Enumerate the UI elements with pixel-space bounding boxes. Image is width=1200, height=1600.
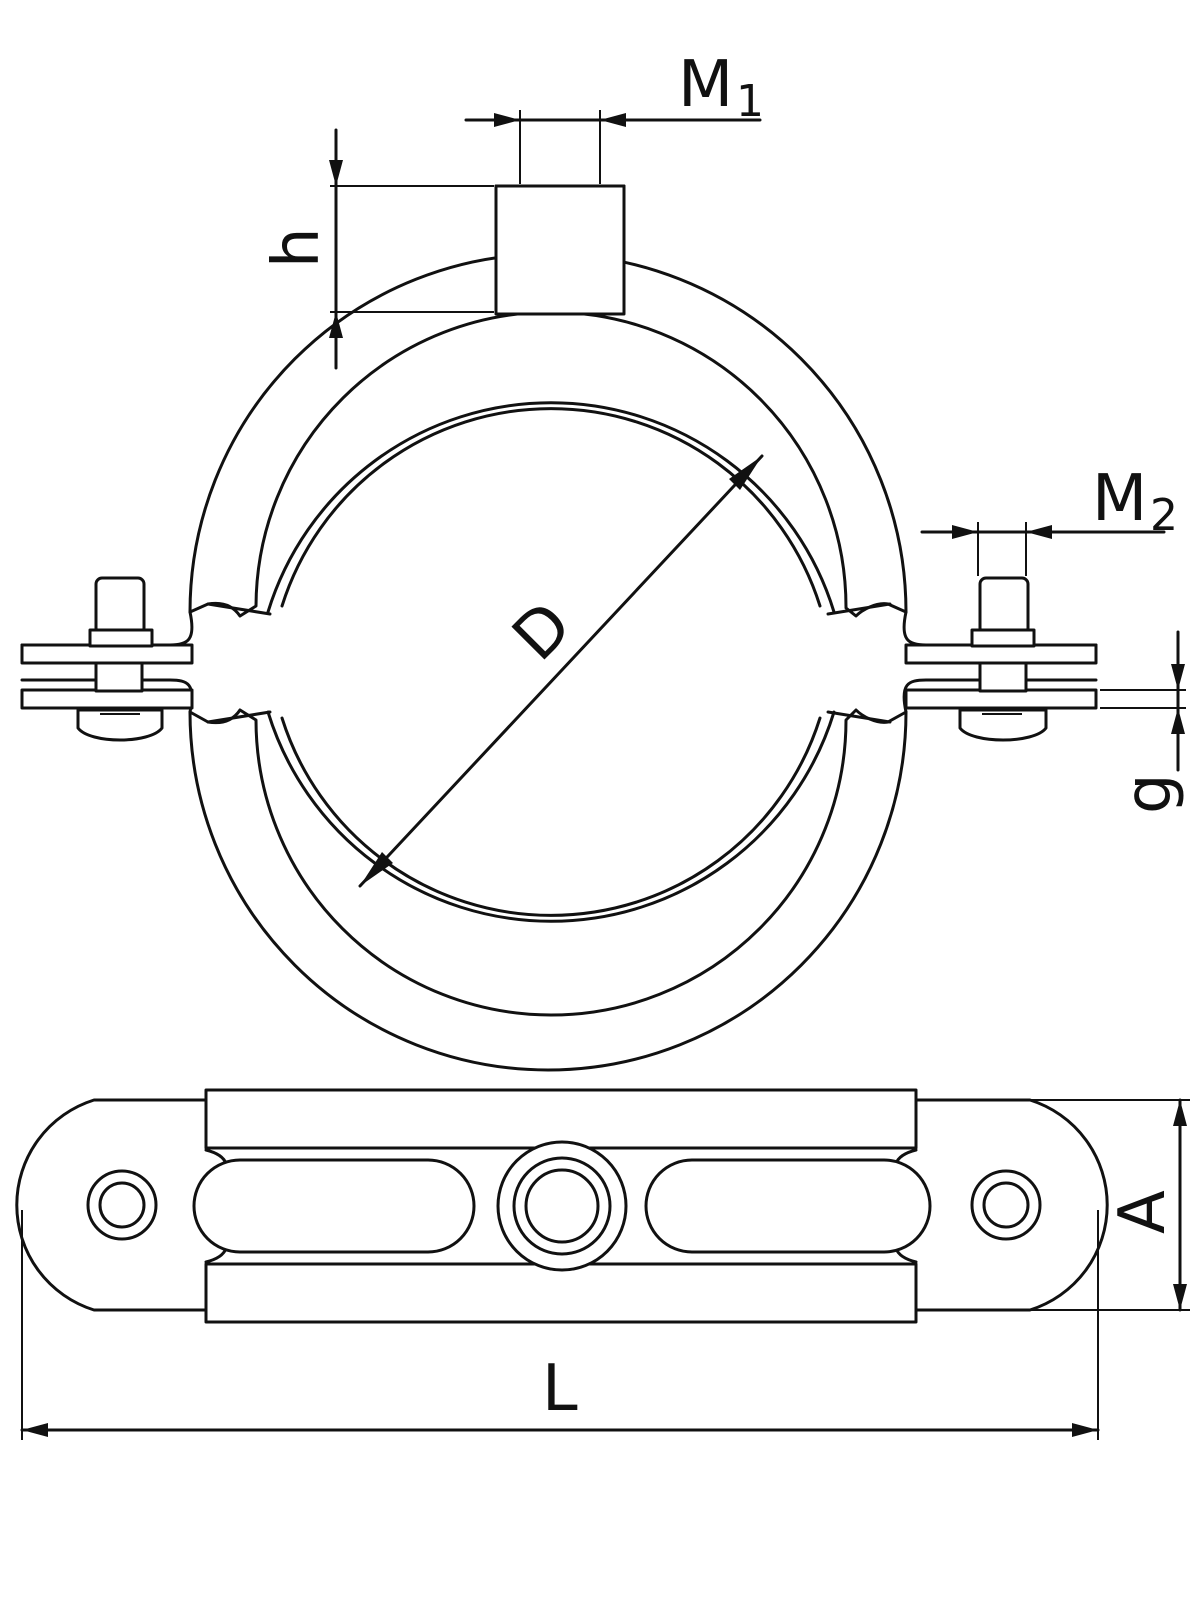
arrow-head [1171, 708, 1185, 734]
arrow-head [1171, 664, 1185, 690]
top-nut-boss [494, 184, 626, 316]
diameter-dimension-line [358, 454, 764, 888]
label-m2: M [1092, 462, 1147, 536]
label-m2-subscript: 2 [1150, 490, 1178, 541]
right-slot [644, 1158, 932, 1254]
top-view: A L [15, 1088, 1190, 1440]
left-slot [192, 1158, 476, 1254]
label-g: g [1112, 773, 1186, 814]
arrow-head [329, 312, 343, 338]
upper-liner-band [204, 1088, 918, 1150]
left-lower-flange [20, 688, 194, 710]
arrow-head [1026, 525, 1052, 539]
arrow-head [729, 456, 762, 490]
lower-liner-band [204, 1262, 918, 1324]
label-m1: M [678, 48, 733, 122]
label-h: h [260, 227, 334, 268]
arrow-head [1173, 1100, 1187, 1126]
label-d: D [499, 588, 586, 675]
upper-liner-outer [266, 401, 836, 614]
liner-end [206, 710, 272, 724]
right-lower-flange [904, 688, 1098, 710]
arrow-head [1072, 1423, 1098, 1437]
arrow-head [360, 852, 393, 886]
lower-liner-outer [266, 710, 836, 923]
arrow-head [494, 113, 520, 127]
lower-clamp-band [188, 708, 908, 1072]
label-l: L [542, 1352, 578, 1426]
label-a: A [1106, 1190, 1180, 1234]
right-upper-flange [904, 643, 1098, 665]
label-m1-subscript: 1 [736, 76, 764, 127]
liner-end [826, 710, 892, 724]
arrow-head [600, 113, 626, 127]
arrow-head [1173, 1284, 1187, 1310]
arrow-head [329, 160, 343, 186]
lower-liner-inner [280, 716, 822, 917]
left-hole-inner [98, 1181, 146, 1229]
liner-end [826, 602, 892, 616]
center-nut-inner [524, 1168, 600, 1244]
upper-clamp-band [188, 252, 908, 618]
left-upper-flange [20, 643, 194, 665]
arrow-head [952, 525, 978, 539]
arrow-head [22, 1423, 48, 1437]
front-view: M 1 M 2 h D g [20, 48, 1186, 1072]
right-bolt [958, 576, 1048, 742]
liner-end [206, 602, 272, 616]
left-bolt [76, 576, 164, 742]
right-hole-inner [982, 1181, 1030, 1229]
upper-liner-inner [280, 407, 822, 608]
